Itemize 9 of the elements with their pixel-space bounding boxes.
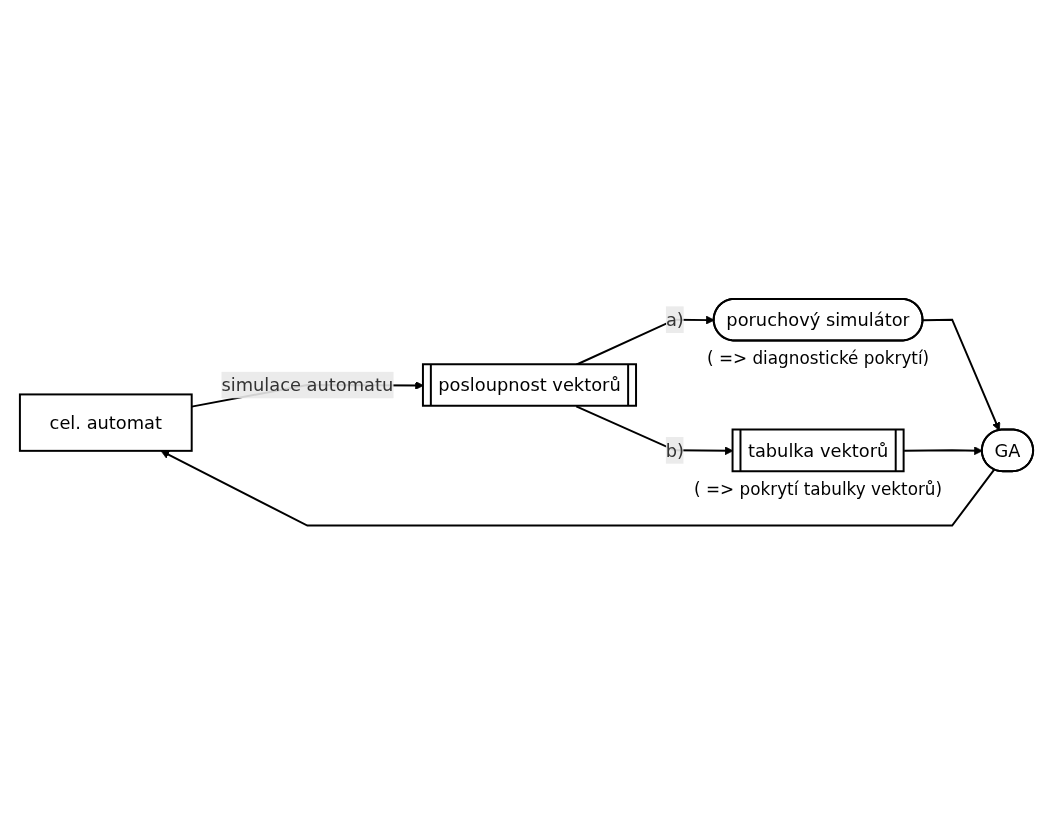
arrow bbox=[922, 318, 1001, 431]
node-caption: ( => pokrytí tabulky vektorů) bbox=[694, 478, 943, 499]
edge-label: simulace automatu bbox=[221, 374, 394, 396]
node-box: cel. automat bbox=[18, 393, 193, 452]
arrow bbox=[903, 446, 983, 455]
edge-label: a) bbox=[665, 309, 684, 330]
edge-label: b) bbox=[665, 439, 685, 461]
node-caption: ( => diagnostické pokrytí) bbox=[707, 348, 930, 368]
arrow bbox=[160, 450, 996, 527]
